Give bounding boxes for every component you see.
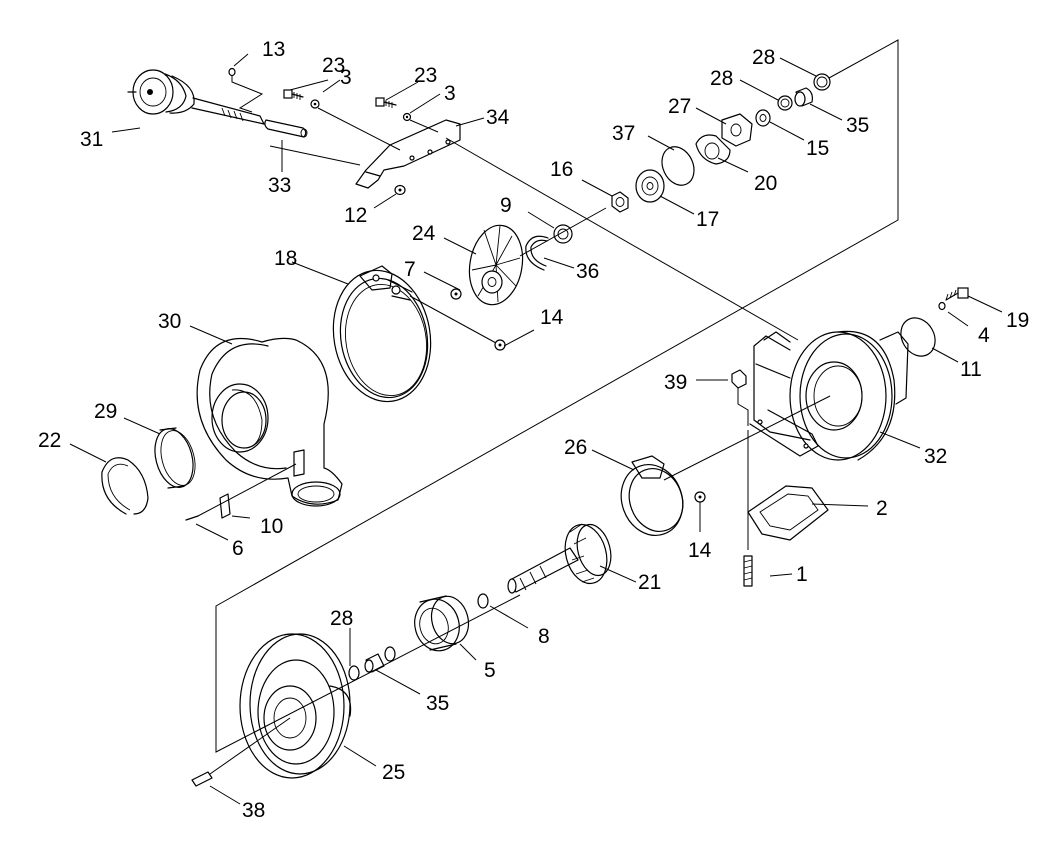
callout-14-upper: 14 xyxy=(540,306,564,329)
ring-28-lower-a xyxy=(384,646,396,662)
callout-38: 38 xyxy=(242,799,265,822)
callout-21: 21 xyxy=(638,571,661,594)
callout-32: 32 xyxy=(924,445,947,468)
assembly-frame xyxy=(215,39,899,753)
callout-23-left: 23 xyxy=(322,54,345,77)
compressor-wheel xyxy=(468,224,524,306)
gasket-2 xyxy=(747,485,829,541)
callout-35-top: 35 xyxy=(846,114,869,137)
bearing-5 xyxy=(414,595,470,652)
callout-10: 10 xyxy=(260,515,283,538)
callout-16: 16 xyxy=(550,158,573,181)
nut-16 xyxy=(611,191,629,213)
callout-5: 5 xyxy=(484,659,496,682)
compressor-housing xyxy=(196,337,343,507)
callout-6: 6 xyxy=(232,537,244,560)
bracket xyxy=(355,119,461,189)
stud-1 xyxy=(743,555,753,587)
callout-17: 17 xyxy=(696,208,719,231)
callout-28-top: 28 xyxy=(752,46,775,69)
sleeve-35-top xyxy=(794,87,813,107)
callout-37: 37 xyxy=(612,122,635,145)
callout-24: 24 xyxy=(412,222,436,245)
shaft-pin-38 xyxy=(191,771,213,787)
callout-25: 25 xyxy=(382,761,405,784)
callout-36: 36 xyxy=(576,260,599,283)
callout-14-lower: 14 xyxy=(688,539,712,562)
nut-14-lower xyxy=(694,491,706,503)
callout-7: 7 xyxy=(404,258,416,281)
key-10 xyxy=(219,493,231,519)
callout-34: 34 xyxy=(486,106,510,129)
wastegate-actuator xyxy=(127,69,265,125)
actuator-rod xyxy=(264,119,308,138)
callout-29: 29 xyxy=(94,400,117,423)
vband-clamp-turbine xyxy=(620,395,831,536)
callout-8: 8 xyxy=(538,625,550,648)
washer-3-right xyxy=(402,112,412,122)
nut-14-top xyxy=(494,339,506,351)
oring-37 xyxy=(661,146,695,186)
callout-15: 15 xyxy=(806,137,829,160)
clip-13 xyxy=(228,67,236,77)
callout-9: 9 xyxy=(500,194,512,217)
callout-2: 2 xyxy=(876,497,888,520)
washer-15 xyxy=(755,109,771,127)
callout-33: 33 xyxy=(268,174,291,197)
bolt-23-right xyxy=(375,97,397,108)
callout-28-mid: 28 xyxy=(710,67,733,90)
callout-31: 31 xyxy=(80,128,103,151)
callout-23-right: 23 xyxy=(414,64,437,87)
vband-clamp-compressor xyxy=(332,265,432,403)
callout-26: 26 xyxy=(564,436,587,459)
snap-ring-22 xyxy=(101,457,149,515)
cover-plate-11 xyxy=(900,317,936,357)
seal-ring-9 xyxy=(553,224,573,244)
turbine-shaft-wheel xyxy=(507,523,612,594)
bolt-23-left xyxy=(283,89,304,100)
callout-18: 18 xyxy=(274,247,297,270)
diffuser-ring-29 xyxy=(154,427,196,489)
ring-28-mid xyxy=(777,95,793,111)
seal-plate-17 xyxy=(635,169,665,203)
callout-leaders xyxy=(69,53,1003,805)
nut-7 xyxy=(450,288,462,300)
pin-6 xyxy=(185,515,199,521)
callout-20: 20 xyxy=(754,172,777,195)
thrust-plate-27 xyxy=(721,113,753,147)
callout-28-lower: 28 xyxy=(330,607,353,630)
callout-11: 11 xyxy=(960,358,982,381)
piston-ring-8 xyxy=(477,593,489,609)
callout-3-left: 3 xyxy=(340,66,352,89)
bearing-housing xyxy=(239,633,352,779)
sleeve-35-lower xyxy=(364,653,385,673)
ring-28-lower-b xyxy=(348,665,360,681)
callout-13: 13 xyxy=(262,38,285,61)
callout-12: 12 xyxy=(344,204,367,227)
thrust-collar-20 xyxy=(695,134,731,165)
bolt-19 xyxy=(945,287,969,301)
turbine-housing xyxy=(749,330,909,461)
callout-4: 4 xyxy=(978,324,990,347)
callout-1: 1 xyxy=(796,563,808,586)
washer-3-left xyxy=(310,99,320,109)
callout-19: 19 xyxy=(1006,309,1029,332)
nut-12 xyxy=(394,184,406,196)
retainer-ring-28-top xyxy=(813,73,831,91)
callout-39: 39 xyxy=(664,371,687,394)
callout-35-lower: 35 xyxy=(426,692,449,715)
callout-3-right: 3 xyxy=(444,82,456,105)
washer-4 xyxy=(938,301,946,311)
callout-22: 22 xyxy=(38,429,61,452)
snap-ring-36 xyxy=(525,235,549,271)
callout-labels: 1 2 3 3 4 5 6 7 8 9 10 11 12 13 14 14 15… xyxy=(38,38,1029,822)
nut-39 xyxy=(731,369,747,389)
callout-27: 27 xyxy=(668,95,691,118)
callout-30: 30 xyxy=(158,310,181,333)
